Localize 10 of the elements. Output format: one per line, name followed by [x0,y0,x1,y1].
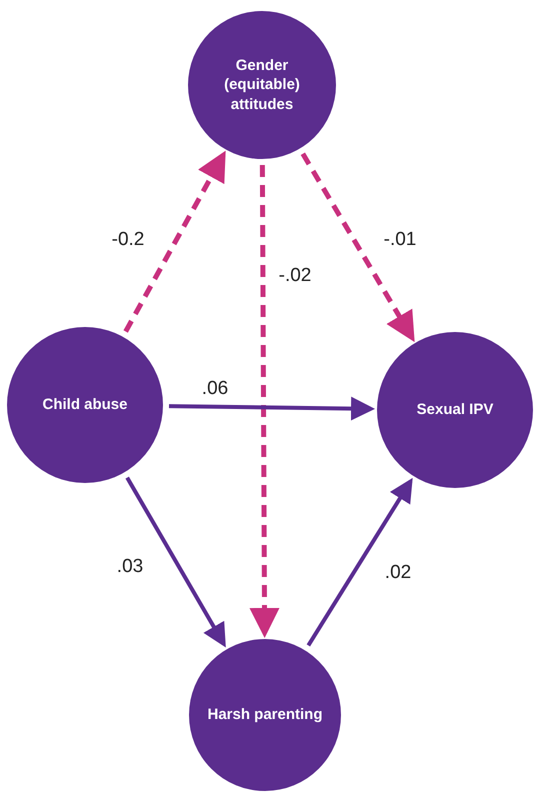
arrow [250,164,280,638]
arrow [306,478,413,646]
node-label: Sexual IPV [416,400,494,420]
arrow [125,476,226,648]
arrow [300,152,415,342]
node-label: Harsh parenting [207,705,323,725]
node-label: Child abuse [42,395,128,415]
node-label: Gender (equitable) attitudes [223,56,301,114]
arrow [168,396,375,421]
arrow [123,150,226,333]
